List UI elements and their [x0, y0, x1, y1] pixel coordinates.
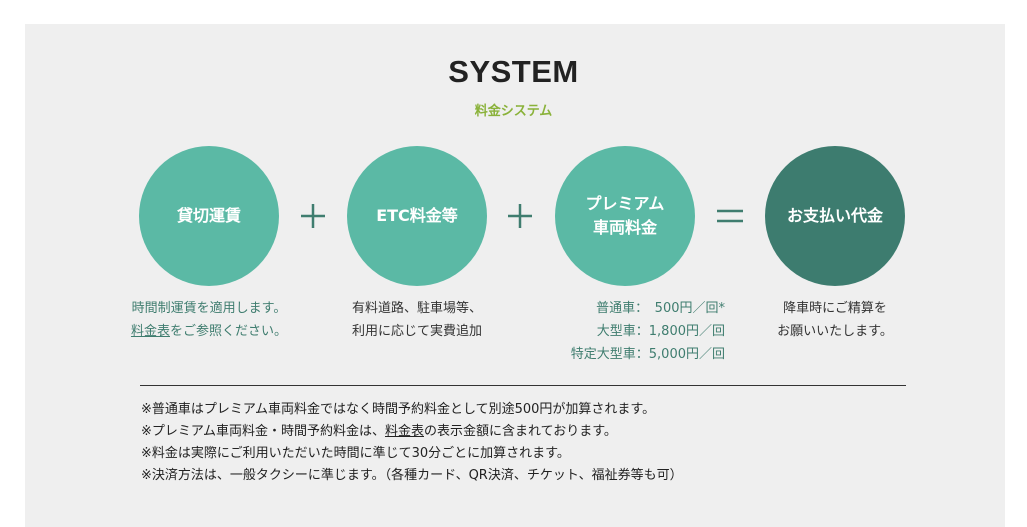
premium-vehicle-circle: プレミアム 車両料金 — [555, 146, 695, 286]
notes-list: ※普通車はプレミアム車両料金ではなく時間予約料金として別途500円が加算されます… — [141, 399, 683, 487]
payment-desc-line2: お願いいたします。 — [777, 324, 893, 339]
note-item: ※料金は実際にご利用いただいた時間に準じて30分ごとに加算されます。 — [141, 446, 570, 461]
premium-fee-special-large: 特定大型車：5,000円／回 — [570, 347, 725, 362]
payment-desc-line1: 降車時にご精算を — [783, 301, 887, 316]
etc-fee-description: 有料道路、駐車場等、 利用に応じて実費追加 — [317, 297, 517, 343]
premium-fee-standard: 普通車： 500円／回* — [596, 301, 725, 316]
etc-fee-label: ETC料金等 — [376, 206, 458, 225]
section-subtitle: 料金システム — [474, 104, 553, 119]
etc-desc-line2: 利用に応じて実費追加 — [351, 324, 482, 339]
note-item: ※普通車はプレミアム車両料金ではなく時間予約料金として別途500円が加算されます… — [141, 402, 656, 417]
note2-text-after: の表示金額に含まれております。 — [424, 424, 617, 439]
charter-desc-line2: 料金表をご参照ください。 — [109, 320, 309, 343]
note2-text-before: ※プレミアム車両料金・時間予約料金は、 — [141, 424, 385, 439]
premium-vehicle-label-line2: 車両料金 — [592, 218, 657, 237]
note-item: ※決済方法は、一般タクシーに準じます。（各種カード、QR決済、チケット、福祉券等… — [141, 468, 683, 483]
fare-table-link[interactable]: 料金表 — [130, 324, 170, 339]
charter-fare-label: 貸切運賃 — [176, 206, 241, 225]
divider — [140, 385, 906, 386]
etc-desc-line1: 有料道路、駐車場等、 — [351, 301, 482, 316]
premium-vehicle-label: プレミアム 車両料金 — [586, 192, 665, 240]
charter-desc-line1: 時間制運賃を適用します。 — [131, 301, 287, 316]
total-payment-circle: お支払い代金 — [765, 146, 905, 286]
premium-vehicle-label-line1: プレミアム — [585, 194, 665, 213]
charter-fare-description: 時間制運賃を適用します。 料金表をご参照ください。 — [109, 297, 309, 343]
charter-desc-line2-text: をご参照ください。 — [170, 324, 288, 339]
charter-fare-circle: 貸切運賃 — [139, 146, 279, 286]
note-item: ※プレミアム車両料金・時間予約料金は、料金表の表示金額に含まれております。 — [141, 421, 683, 443]
premium-fee-large: 大型車：1,800円／回 — [596, 324, 725, 339]
payment-description: 降車時にご精算を お願いいたします。 — [735, 297, 935, 343]
equals-icon — [710, 196, 750, 236]
fare-table-link[interactable]: 料金表 — [384, 424, 424, 439]
total-payment-label: お支払い代金 — [786, 206, 883, 225]
premium-fee-description: 普通車： 500円／回* 大型車：1,800円／回 特定大型車：5,000円／回 — [515, 297, 725, 366]
plus-icon — [293, 196, 333, 236]
section-title: SYSTEM — [448, 54, 579, 89]
plus-icon — [500, 196, 540, 236]
etc-fee-circle: ETC料金等 — [347, 146, 487, 286]
